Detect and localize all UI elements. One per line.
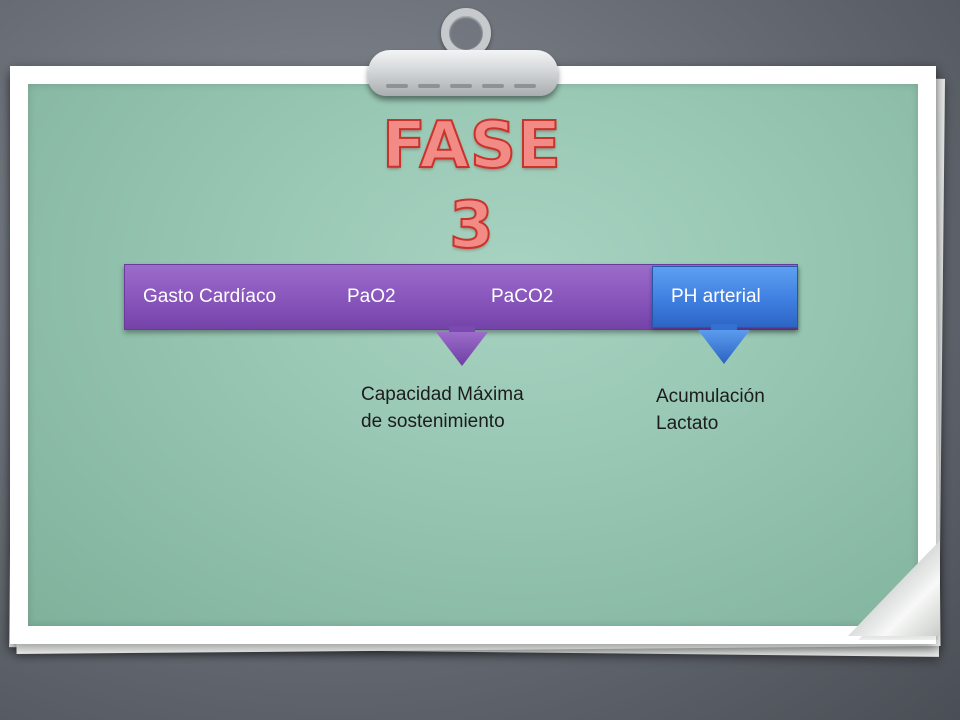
bar-label-pao2: PaO2	[347, 286, 396, 307]
outcome-left: Capacidad Máxima de sostenimiento	[361, 381, 524, 435]
clip-slot	[450, 84, 472, 88]
clip-slot	[482, 84, 504, 88]
bar-label-ph-arterial: PH arterial	[671, 286, 761, 307]
outcome-left-line-2: de sostenimiento	[361, 411, 505, 432]
outcome-left-line-1: Capacidad Máxima	[361, 384, 524, 405]
outcome-right-line-2: Lactato	[656, 413, 719, 434]
binder-clip-icon	[368, 50, 558, 96]
bar-label-paco2: PaCO2	[491, 286, 554, 307]
clip-slot	[418, 84, 440, 88]
bar-label-gasto-cardiaco: Gasto Cardíaco	[143, 286, 277, 307]
clip-slot	[386, 84, 408, 88]
note-paper	[28, 84, 918, 626]
slide-title: FASE 3	[381, 108, 562, 264]
outcome-right-line-1: Acumulación	[656, 386, 765, 407]
clip-slot	[514, 84, 536, 88]
outcome-right: Acumulación Lactato	[656, 383, 765, 437]
